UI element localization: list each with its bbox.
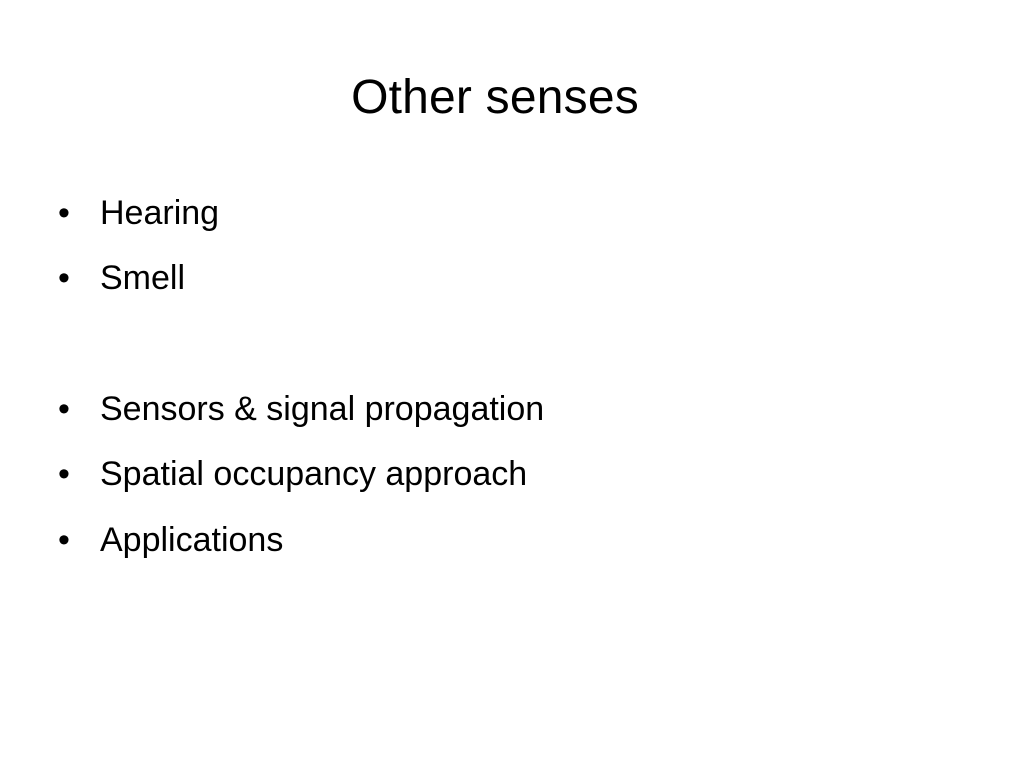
bullet-label: Sensors & signal propagation	[100, 390, 545, 428]
bullet-label: Smell	[100, 259, 186, 297]
bullet-label: Applications	[100, 521, 284, 559]
bullet-icon: •	[58, 259, 70, 297]
bullet-icon: •	[58, 390, 70, 428]
slide-title: Other senses	[351, 71, 639, 124]
bullet-label: Hearing	[100, 194, 220, 232]
bullet-label: Spatial occupancy approach	[100, 455, 528, 493]
bullet-icon: •	[58, 455, 70, 493]
bullet-icon: •	[58, 194, 70, 232]
bullet-icon: •	[58, 521, 70, 559]
